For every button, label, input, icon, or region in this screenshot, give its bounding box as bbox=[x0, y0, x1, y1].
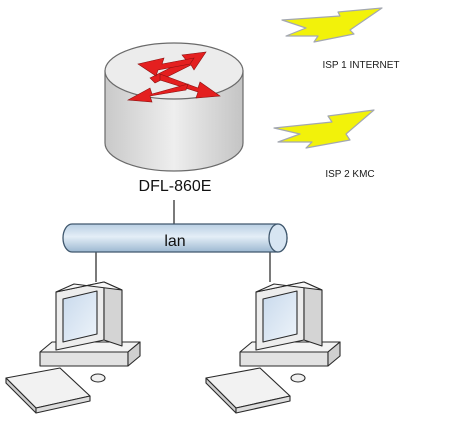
computer-icon bbox=[205, 281, 341, 414]
workstation-right bbox=[205, 281, 341, 414]
isp-1-label: ISP 1 INTERNET bbox=[322, 60, 399, 71]
isp-2-label: ISP 2 KMC bbox=[325, 169, 374, 180]
bus-label: lan bbox=[164, 233, 185, 250]
computer-icon bbox=[5, 281, 141, 414]
isp-1-link: ISP 1 INTERNET bbox=[281, 7, 400, 71]
lightning-bolt-icon bbox=[281, 7, 383, 43]
lan-bus: lan bbox=[62, 223, 288, 253]
router-label: DFL-860E bbox=[139, 178, 212, 195]
workstation-left bbox=[5, 281, 141, 414]
router-arrows-icon bbox=[126, 51, 221, 103]
router: DFL-860E bbox=[104, 42, 244, 195]
isp-2-link: ISP 2 KMC bbox=[273, 109, 375, 180]
bus-end-cap bbox=[268, 223, 288, 253]
lightning-bolt-icon bbox=[273, 109, 375, 149]
